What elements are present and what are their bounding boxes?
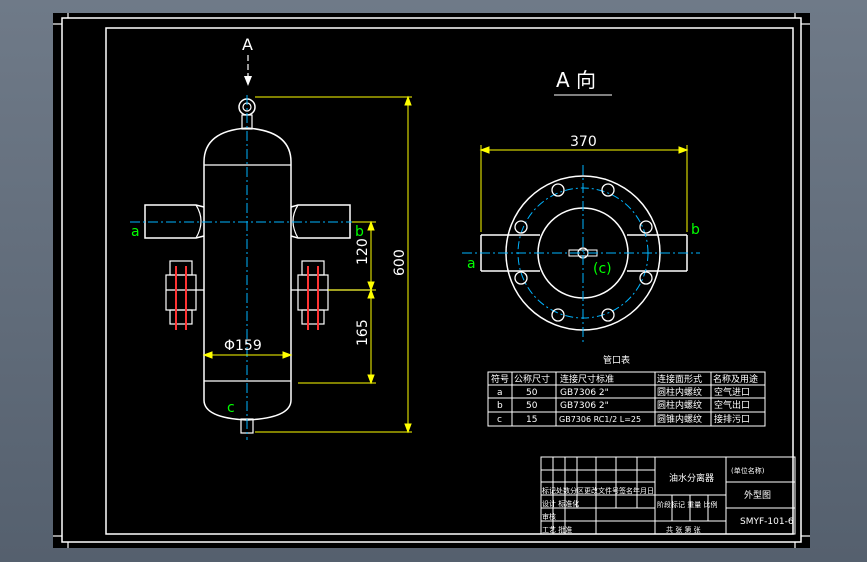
- nozzle-table-cell: GB7306 RC1/2 L=25: [559, 415, 641, 424]
- view-arrow-head: [244, 76, 252, 86]
- drawing-number: SMYF-101-6: [740, 517, 794, 527]
- a-view-centerlines: [462, 165, 700, 342]
- front-port-a: a: [131, 224, 140, 240]
- nozzle-table-cell: 空气出口: [714, 399, 750, 411]
- nozzle-table-cell: 接排污口: [714, 413, 750, 425]
- front-port-b: b: [355, 224, 364, 240]
- a-view-title: A 向: [556, 68, 596, 92]
- nozzle-table-header: 连接面形式: [657, 373, 702, 385]
- outer-frame: [61, 17, 802, 543]
- view-arrow-label: A: [242, 35, 253, 54]
- vessel-shell: [203, 127, 292, 421]
- a-view-width-label: 370: [570, 134, 597, 150]
- drawing-sheet: [53, 13, 810, 548]
- nozzle-table-cell: 15: [526, 415, 537, 425]
- nozzle-table-header: 名称及用途: [713, 373, 758, 385]
- diameter-label: Φ159: [224, 338, 262, 354]
- diameter-dimension: [202, 351, 293, 359]
- left-bolt-assembly: [165, 260, 204, 325]
- nozzle-table-cell: 圆柱内螺纹: [657, 386, 702, 398]
- nozzle-table-cell: GB7306 2": [560, 388, 609, 398]
- inlet-nozzle-flange: [195, 204, 202, 239]
- a-view: A 向 370: [462, 68, 700, 342]
- dim-upper-label: 120: [355, 238, 371, 265]
- front-centerlines: [130, 95, 366, 440]
- nozzle-table-cell: a: [497, 388, 503, 398]
- nozzle-table-header: 连接尺寸标准: [560, 373, 614, 385]
- nozzle-table-cell: 圆柱内螺纹: [657, 399, 702, 411]
- left-bolt-rod: [175, 266, 187, 330]
- nozzle-table-cell: GB7306 2": [560, 401, 609, 411]
- dim-lower-label: 165: [355, 319, 371, 346]
- outlet-nozzle-flange: [292, 204, 299, 239]
- nozzle-table-cell: 圆锥内螺纹: [657, 413, 702, 425]
- title-block-left-row: 审核: [542, 512, 556, 521]
- sheet-label: 外型图: [744, 489, 771, 501]
- nozzle-table: 管口表 符号 公称尺寸 连接尺寸标准 连接面形式 名称及用途 a 50 GB73…: [487, 354, 766, 427]
- inner-frame: [105, 27, 794, 535]
- a-view-bolt-holes: [514, 183, 653, 322]
- title-block: 油水分离器 (单位名称) 外型图 SMYF-101-6 标记处数分区更改文件号签…: [540, 456, 796, 535]
- front-view: A: [130, 35, 412, 440]
- stage-row: 阶段标记 重量 比例: [657, 500, 717, 509]
- nozzle-table-header: 符号: [491, 373, 509, 385]
- nozzle-table-grid: [487, 371, 766, 427]
- nozzle-table-cell: 50: [526, 401, 538, 411]
- right-bolt-rod: [307, 266, 319, 330]
- nozzle-table-cell: 空气进口: [714, 386, 750, 398]
- nozzle-table-title: 管口表: [603, 354, 630, 366]
- dim-height-label: 600: [392, 249, 408, 276]
- a-view-port-b: b: [691, 222, 700, 238]
- title-block-left-row: 工艺 批准: [542, 525, 572, 534]
- title-block-left-row: 标记处数分区更改文件号签名年月日: [542, 486, 654, 495]
- drawing-name: 油水分离器: [669, 472, 714, 484]
- a-view-port-c: (c): [593, 261, 612, 277]
- a-view-width-dimension: [479, 145, 689, 232]
- vertical-dimensions: [255, 95, 412, 434]
- nozzle-table-header: 公称尺寸: [514, 373, 550, 385]
- title-block-left-row: 设计 标准化: [542, 499, 579, 508]
- nozzle-table-cell: b: [497, 401, 503, 411]
- front-port-c: c: [227, 400, 235, 416]
- nozzle-table-cell: 50: [526, 388, 538, 398]
- sheet-row: 共 张 第 张: [666, 525, 701, 534]
- title-block-grid: [540, 456, 796, 535]
- nozzle-table-cell: c: [497, 415, 502, 425]
- frame-ticks: [53, 13, 810, 548]
- org-note: (单位名称): [731, 466, 765, 475]
- a-view-port-a: a: [467, 256, 476, 272]
